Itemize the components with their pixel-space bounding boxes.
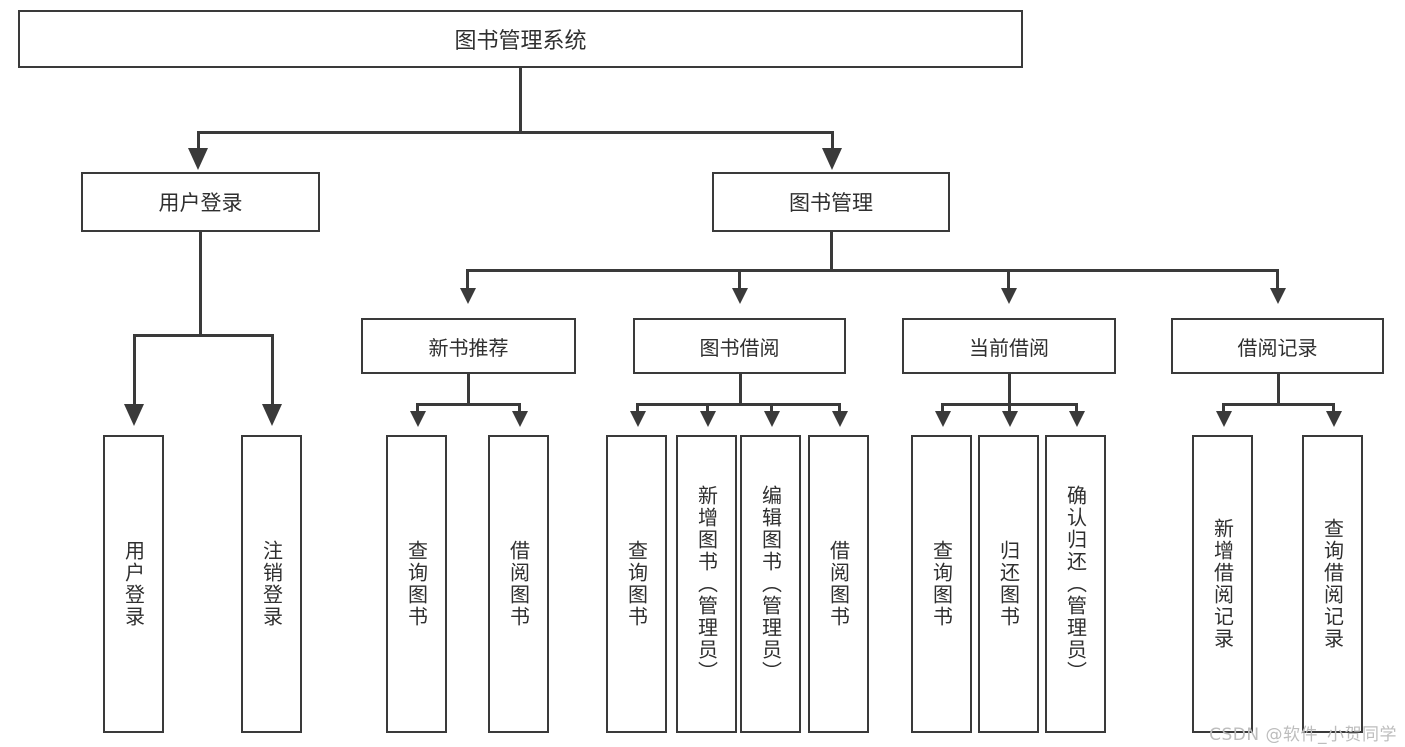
leaf-label: 归还图书 [996, 540, 1021, 628]
arrow-bb-to-leaf-1 [630, 411, 646, 427]
connector-cb-to-leaf-3 [1075, 403, 1078, 413]
node-book-management[interactable]: 图书管理 [712, 172, 950, 232]
connector-root-bar [197, 131, 834, 134]
connector-bm-to-borrow-record [1276, 269, 1279, 291]
leaf-confirm-return-admin[interactable]: 确认归还（管理员） [1045, 435, 1106, 733]
leaf-add-book-admin[interactable]: 新增图书（管理员） [676, 435, 737, 733]
node-book-borrow[interactable]: 图书借阅 [633, 318, 846, 374]
arrow-bm-to-borrow-record [1270, 288, 1286, 304]
connector-book-management-bar [466, 269, 1278, 272]
arrow-bb-to-leaf-2 [700, 411, 716, 427]
arrow-bm-to-book-borrow [732, 288, 748, 304]
leaf-label: 新增借阅记录 [1210, 518, 1235, 650]
connector-nb-to-leaf-2 [518, 403, 521, 413]
connector-book-management-stem [830, 232, 833, 272]
leaf-logout[interactable]: 注销登录 [241, 435, 302, 733]
connector-bb-to-leaf-1 [636, 403, 639, 413]
connector-bb-to-leaf-2 [706, 403, 709, 413]
leaf-user-login[interactable]: 用户登录 [103, 435, 164, 733]
arrow-bb-to-leaf-4 [832, 411, 848, 427]
arrow-br-to-leaf-1 [1216, 411, 1232, 427]
leaf-label: 查询图书 [404, 540, 429, 628]
node-label: 借阅记录 [1237, 335, 1318, 360]
connector-current-borrow-stem [1008, 374, 1011, 406]
leaf-label: 借阅图书 [826, 540, 851, 628]
connector-cb-to-leaf-1 [941, 403, 944, 413]
arrow-bm-to-new-book-recommend [460, 288, 476, 304]
arrow-user-login-to-leaf-2 [262, 404, 282, 426]
connector-new-book-stem [467, 374, 470, 406]
connector-cb-to-leaf-2 [1008, 403, 1011, 413]
connector-br-to-leaf-2 [1332, 403, 1335, 413]
node-label: 图书管理系统 [454, 29, 587, 54]
leaf-query-book-current[interactable]: 查询图书 [911, 435, 972, 733]
arrow-bm-to-current-borrow [1001, 288, 1017, 304]
leaf-label: 编辑图书（管理员） [758, 485, 783, 683]
connector-book-borrow-bar [636, 403, 841, 406]
arrow-cb-to-leaf-1 [935, 411, 951, 427]
leaf-edit-book-admin[interactable]: 编辑图书（管理员） [740, 435, 801, 733]
arrow-root-to-book-management [822, 148, 842, 170]
connector-root-to-book-management [831, 131, 834, 153]
leaf-borrow-book-recommend[interactable]: 借阅图书 [488, 435, 549, 733]
connector-bm-to-current-borrow [1007, 269, 1010, 291]
leaf-label: 确认归还（管理员） [1063, 485, 1088, 683]
leaf-label: 新增图书（管理员） [694, 485, 719, 683]
connector-root-to-user-login [197, 131, 200, 153]
connector-bm-to-new-book [466, 269, 469, 291]
leaf-query-book-recommend[interactable]: 查询图书 [386, 435, 447, 733]
arrow-nb-to-leaf-1 [410, 411, 426, 427]
leaf-label: 查询图书 [624, 540, 649, 628]
arrow-br-to-leaf-2 [1326, 411, 1342, 427]
node-label: 当前借阅 [969, 335, 1049, 360]
node-new-book-recommend[interactable]: 新书推荐 [361, 318, 576, 374]
arrow-root-to-user-login [188, 148, 208, 170]
arrow-nb-to-leaf-2 [512, 411, 528, 427]
node-label: 用户登录 [158, 191, 243, 215]
connector-bm-to-book-borrow [738, 269, 741, 291]
arrow-cb-to-leaf-2 [1002, 411, 1018, 427]
connector-nb-to-leaf-1 [416, 403, 419, 413]
leaf-add-borrow-record[interactable]: 新增借阅记录 [1192, 435, 1253, 733]
arrow-cb-to-leaf-3 [1069, 411, 1085, 427]
node-current-borrow[interactable]: 当前借阅 [902, 318, 1116, 374]
connector-user-login-to-leaf-2 [271, 334, 274, 406]
connector-root-stem [519, 68, 522, 133]
connector-user-login-bar [133, 334, 274, 337]
node-label: 图书管理 [789, 191, 873, 215]
leaf-query-book-borrow[interactable]: 查询图书 [606, 435, 667, 733]
leaf-query-borrow-record[interactable]: 查询借阅记录 [1302, 435, 1363, 733]
connector-user-login-to-leaf-1 [133, 334, 136, 406]
connector-borrow-record-stem [1277, 374, 1280, 406]
node-root-book-management-system[interactable]: 图书管理系统 [18, 10, 1023, 68]
connector-bb-to-leaf-3 [770, 403, 773, 413]
leaf-borrow-book[interactable]: 借阅图书 [808, 435, 869, 733]
leaf-label: 查询图书 [929, 540, 954, 628]
node-borrow-record[interactable]: 借阅记录 [1171, 318, 1384, 374]
connector-book-borrow-stem [739, 374, 742, 406]
connector-borrow-record-bar [1222, 403, 1335, 406]
leaf-return-book[interactable]: 归还图书 [978, 435, 1039, 733]
connector-new-book-bar [416, 403, 521, 406]
node-label: 图书借阅 [699, 335, 780, 360]
arrow-bb-to-leaf-3 [764, 411, 780, 427]
leaf-label: 查询借阅记录 [1320, 518, 1345, 650]
node-label: 新书推荐 [428, 335, 509, 360]
arrow-user-login-to-leaf-1 [124, 404, 144, 426]
leaf-label: 用户登录 [121, 540, 146, 628]
leaf-label: 注销登录 [259, 540, 284, 628]
connector-br-to-leaf-1 [1222, 403, 1225, 413]
leaf-label: 借阅图书 [506, 540, 531, 628]
connector-user-login-stem [199, 232, 202, 337]
connector-bb-to-leaf-4 [838, 403, 841, 413]
node-user-login[interactable]: 用户登录 [81, 172, 320, 232]
